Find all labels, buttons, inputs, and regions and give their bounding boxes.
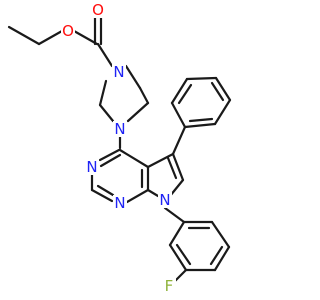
bond-ph-2 — [213, 98, 232, 126]
bond-c5-c6-b — [166, 156, 178, 180]
fluorophenyl-ring — [163, 206, 231, 285]
bond-fp-3 — [213, 245, 231, 272]
bond-ph-4 — [185, 76, 218, 81]
bond-c2-n1-a — [90, 188, 114, 203]
piperazine-bottom-nitrogen-atom: N — [113, 120, 127, 138]
carbonyl-oxygen-bg — [91, 2, 105, 18]
fluorine-label: F — [165, 277, 174, 295]
fluorine-atom: F — [162, 277, 176, 295]
bond-fp-6 — [168, 220, 186, 247]
bond-fp-inner-2 — [209, 245, 224, 266]
pyrimidine-bottom-nitrogen-bg — [113, 195, 127, 211]
piperazine-bottom-nitrogen-bg — [113, 121, 127, 137]
bond-n7-c7a — [146, 188, 160, 198]
bond-c5-phenyl — [171, 125, 187, 156]
carbonyl-oxygen-label: O — [92, 1, 104, 19]
bond-pip-1 — [124, 64, 142, 90]
bond-pip-5 — [98, 79, 108, 107]
bond-c2-n1-b — [96, 184, 115, 197]
bond-ph-inner-3 — [177, 83, 193, 105]
piperazine-bottom-nitrogen-label: N — [114, 120, 125, 138]
bond-fp-5 — [168, 243, 188, 272]
bond-c4-c4a — [118, 148, 150, 169]
bond-fp-2 — [210, 220, 231, 249]
bond-pip-2 — [138, 86, 150, 105]
pyrrole-ring — [146, 152, 185, 198]
pyrimidine-left-nitrogen-label: N — [86, 158, 97, 176]
piperazine-top-nitrogen-bg — [112, 64, 126, 80]
bond-c-n-pip — [96, 42, 114, 68]
ethyl-group — [7, 25, 99, 46]
bond-o-carbonyl-c — [72, 29, 99, 46]
pyrimidine-left-nitrogen-bg — [85, 159, 99, 175]
bond-ph-1 — [183, 122, 217, 129]
bond-ph-inner-2 — [210, 81, 225, 102]
bond-fp-inner-3 — [175, 243, 192, 266]
bond-pip-3 — [126, 101, 150, 123]
pyrimidine-left-nitrogen-atom: N — [85, 158, 99, 176]
pyrimidine-bottom-nitrogen-atom: N — [113, 194, 127, 212]
piperazine-ring — [98, 64, 150, 123]
bond-ethyl-ch3-ch2 — [7, 25, 41, 46]
pyrrole-nitrogen-bg — [158, 192, 172, 208]
bond-c4-n3-b — [99, 153, 122, 168]
piperazine-top-nitrogen-atom: N — [112, 63, 126, 81]
bond-n1-c7a — [125, 188, 150, 204]
bond-ph-6 — [170, 101, 187, 129]
ester-oxygen-atom: O — [61, 22, 75, 40]
bond-pip-4 — [98, 103, 115, 123]
piperazine-top-nitrogen-label: N — [113, 63, 124, 81]
bond-n7-aryl — [163, 206, 186, 224]
atom-labels: O O N N N N N F — [61, 1, 176, 295]
bond-ch2-o — [37, 29, 64, 46]
bond-ph-3 — [214, 76, 232, 102]
fluorine-bg — [162, 278, 176, 294]
pyrrole-nitrogen-label: N — [159, 191, 170, 209]
pyrrole-nitrogen-atom: N — [158, 191, 172, 209]
bond-c6-n7 — [168, 178, 185, 198]
phenyl-ring — [170, 76, 232, 156]
bond-c4a-c5 — [146, 152, 175, 169]
bond-c4-n3-a — [98, 148, 121, 162]
pyrimidine-bottom-nitrogen-label: N — [114, 194, 125, 212]
ester-oxygen-label: O — [62, 22, 74, 40]
carbamate-group — [93, 15, 114, 68]
bond-ph-inner-1 — [188, 117, 214, 123]
bond-c5-c6-a — [171, 152, 185, 182]
molecule-structure: O O N N N N N F — [7, 1, 232, 295]
bond-ph-5 — [170, 77, 189, 105]
ester-oxygen-bg — [61, 23, 75, 39]
carbonyl-oxygen-atom: O — [91, 1, 105, 19]
